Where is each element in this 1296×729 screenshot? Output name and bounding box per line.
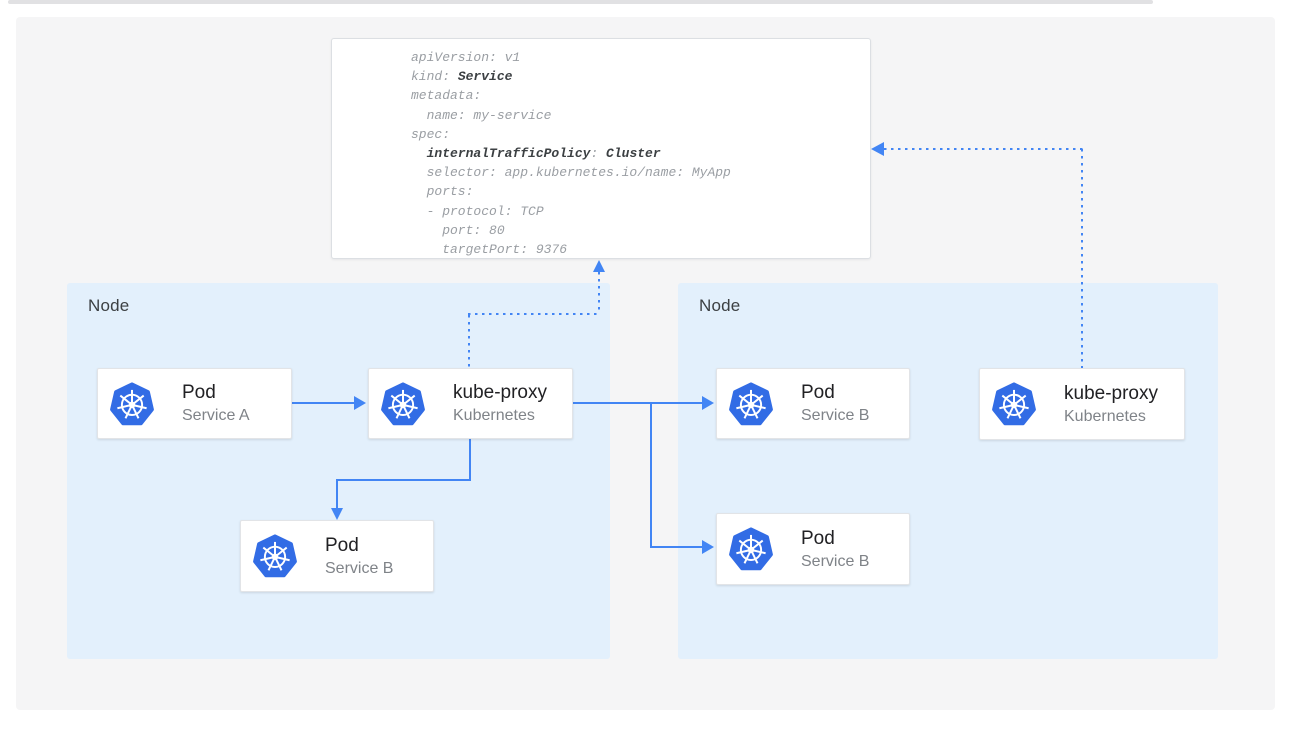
card-pod-service-a: Pod Service A xyxy=(97,368,292,439)
node-label-left: Node xyxy=(88,296,130,315)
card-pod-service-b-left: Pod Service B xyxy=(240,520,434,592)
card-title: Pod xyxy=(801,382,835,403)
card-title: Pod xyxy=(325,534,359,556)
card-subtitle: Kubernetes xyxy=(1064,407,1146,425)
dotted-edge-left-vertical-upper xyxy=(598,272,601,314)
dotted-edge-right-vertical xyxy=(1081,149,1084,368)
kubernetes-logo-icon xyxy=(729,527,773,571)
card-subtitle: Service B xyxy=(801,552,870,570)
card-title: Pod xyxy=(182,382,216,403)
card-kube-proxy-right: kube-proxy Kubernetes xyxy=(979,368,1185,440)
kubernetes-logo-icon xyxy=(992,382,1036,426)
card-title: Pod xyxy=(801,527,835,549)
kubernetes-logo-icon xyxy=(381,381,425,425)
edge-branch-right-segment xyxy=(650,546,704,548)
node-box-left: Node xyxy=(67,283,610,659)
edge-kube-proxy-down-segment xyxy=(469,439,471,480)
arrowhead-into-pod-b-right-bottom xyxy=(702,540,714,554)
node-label-right: Node xyxy=(699,296,741,315)
kubernetes-logo-icon xyxy=(110,381,154,425)
edge-kube-proxy-to-right-pod-line xyxy=(573,402,704,404)
card-pod-service-b-right-bottom: Pod Service B xyxy=(716,513,910,585)
card-pod-service-b-right-top: Pod Service B xyxy=(716,368,910,439)
card-kube-proxy-left: kube-proxy Kubernetes xyxy=(368,368,573,439)
card-subtitle: Service B xyxy=(801,407,870,424)
arrowhead-into-kube-proxy-left xyxy=(354,396,366,410)
card-subtitle: Kubernetes xyxy=(453,407,535,424)
arrowhead-into-pod-b-left xyxy=(330,508,343,520)
edge-branch-down-segment xyxy=(650,402,652,547)
dotted-edge-right-horizontal xyxy=(884,148,1083,151)
node-box-right: Node xyxy=(678,283,1218,659)
arrowhead-into-yaml-right xyxy=(871,142,884,156)
arrowhead-into-yaml-bottom xyxy=(592,260,605,272)
arrowhead-into-pod-b-right-top xyxy=(702,396,714,410)
edge-kube-proxy-left-segment xyxy=(337,479,471,481)
kubernetes-logo-icon xyxy=(729,381,773,425)
edge-pod-a-to-kube-proxy-line xyxy=(292,402,356,404)
card-subtitle: Service B xyxy=(325,559,394,577)
top-divider-rule xyxy=(8,0,1153,4)
kubernetes-logo-icon xyxy=(253,534,297,578)
card-title: kube-proxy xyxy=(1064,382,1158,404)
dotted-edge-left-vertical-lower xyxy=(468,315,471,368)
edge-into-pod-b-left-segment xyxy=(336,479,338,509)
card-title: kube-proxy xyxy=(453,382,547,403)
dotted-edge-left-horizontal xyxy=(468,313,600,316)
card-subtitle: Service A xyxy=(182,407,250,424)
